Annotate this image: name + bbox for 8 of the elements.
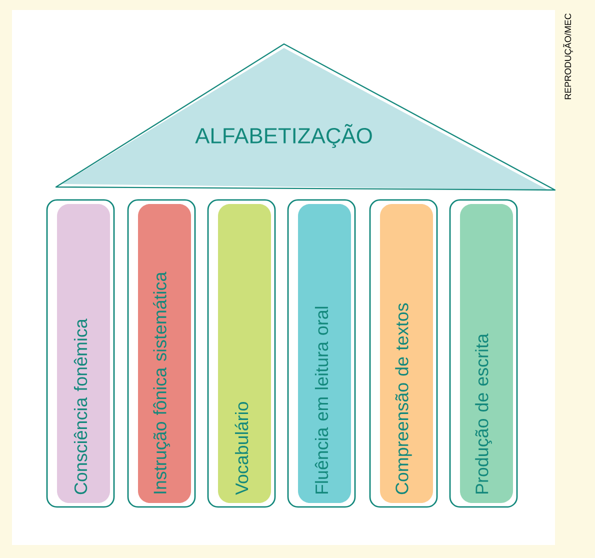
pillar-box: Compreensão de textos — [369, 199, 438, 508]
pillar-box: Produção de escrita — [449, 199, 518, 508]
roof-triangle: ALFABETIZAÇÃO — [55, 43, 556, 191]
credit-text: REPRODUÇÃO/MEC — [563, 14, 573, 100]
pillar-box: Consciência fonêmica — [46, 199, 115, 508]
pillar-box: Instrução fônica sistemática — [127, 199, 196, 508]
pillar-box: Vocabulário — [207, 199, 276, 508]
pillar-box: Fluência em leitura oral — [287, 199, 356, 508]
